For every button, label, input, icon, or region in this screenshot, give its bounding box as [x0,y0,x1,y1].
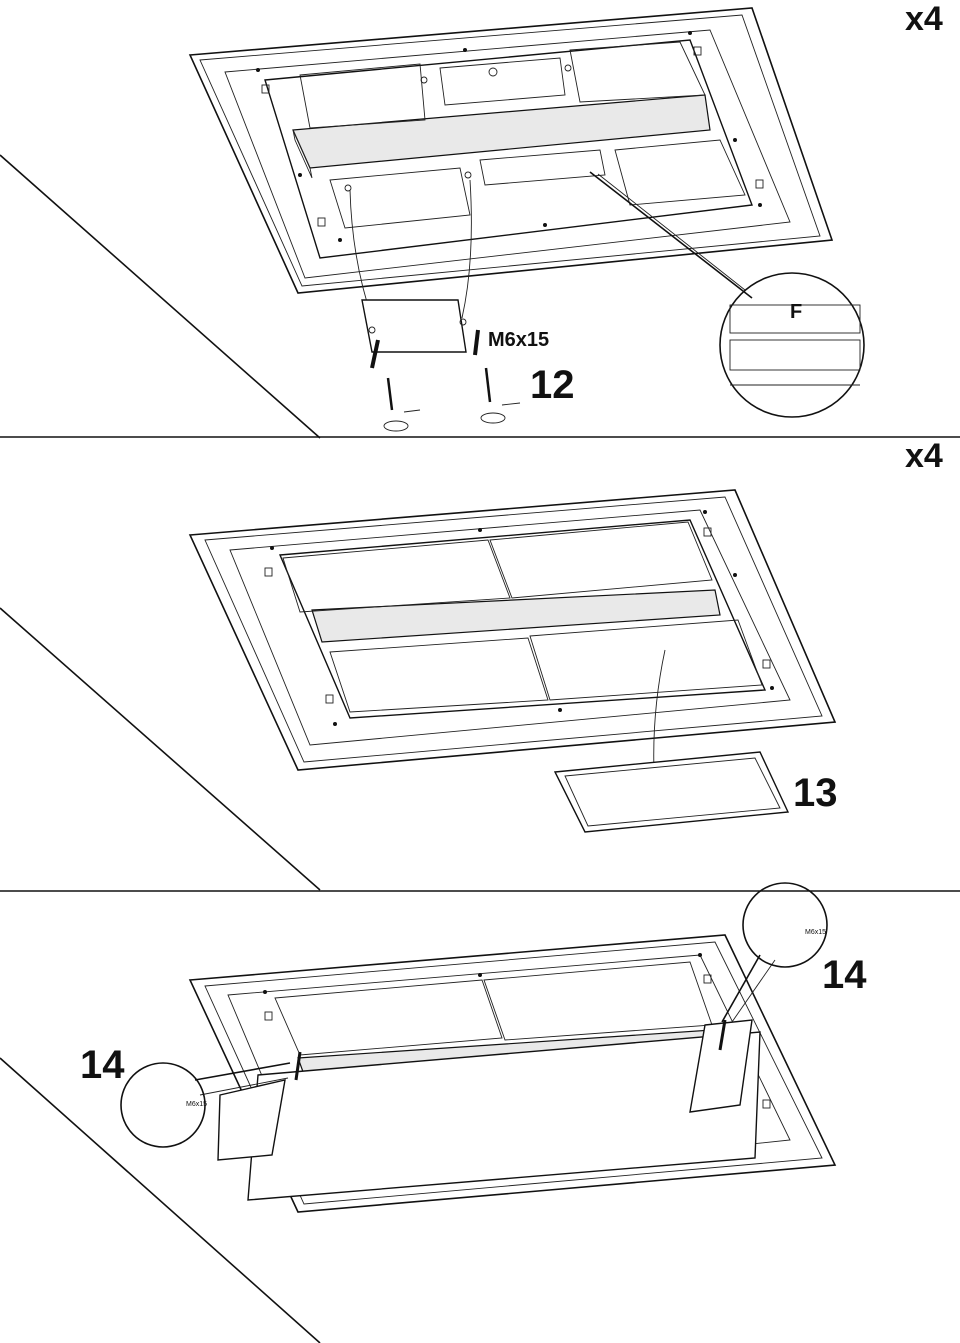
insert-arrow [461,179,472,319]
step-number: 13 [793,771,838,815]
step-number: 12 [530,363,575,407]
detail-pointer [721,954,761,1023]
screw-icon [370,329,480,369]
step-14-panel: M6x15 M6x15 14 14 [0,882,867,1343]
filter-slot [483,961,713,1041]
filter-slot [489,521,713,599]
rail-bracket [311,589,721,643]
filter-slot [282,539,511,613]
quantity-multiplier: x4 [905,0,943,38]
detail-magnifier [719,272,865,418]
step-13-panel: 13 x4 [0,437,960,892]
step-number-right: 14 [822,953,867,997]
hinge-bracket [689,1019,753,1113]
quantity-multiplier: x4 [905,437,943,475]
wall-line [0,154,321,439]
detail-label: F [790,301,802,323]
front-panel [247,1031,761,1201]
step-number: 14 [80,1043,125,1087]
hood-frame [188,7,834,294]
wall-line [0,607,321,891]
detail-magnifier [120,1062,206,1148]
hood-frame [188,489,837,771]
detail-magnifier [742,882,828,968]
filter-slot [529,619,763,701]
filter-slot [274,979,503,1056]
step-12-panel: M6x15 12 x4 F [0,0,960,439]
screwdriver-icon [383,367,521,432]
detail-pointer [194,1062,291,1081]
filter-slot [329,637,549,713]
mounting-plate [361,299,467,353]
detail-pointer [589,171,753,299]
hinge-bracket [217,1079,286,1161]
detail-screw-label: M6x15 [186,1101,207,1108]
detail-screw-label: M6x15 [805,929,826,936]
detail-filter-closeup [729,304,861,386]
wall-line [0,1057,321,1343]
screw-label: M6x15 [488,329,549,351]
grease-filter [553,751,790,833]
